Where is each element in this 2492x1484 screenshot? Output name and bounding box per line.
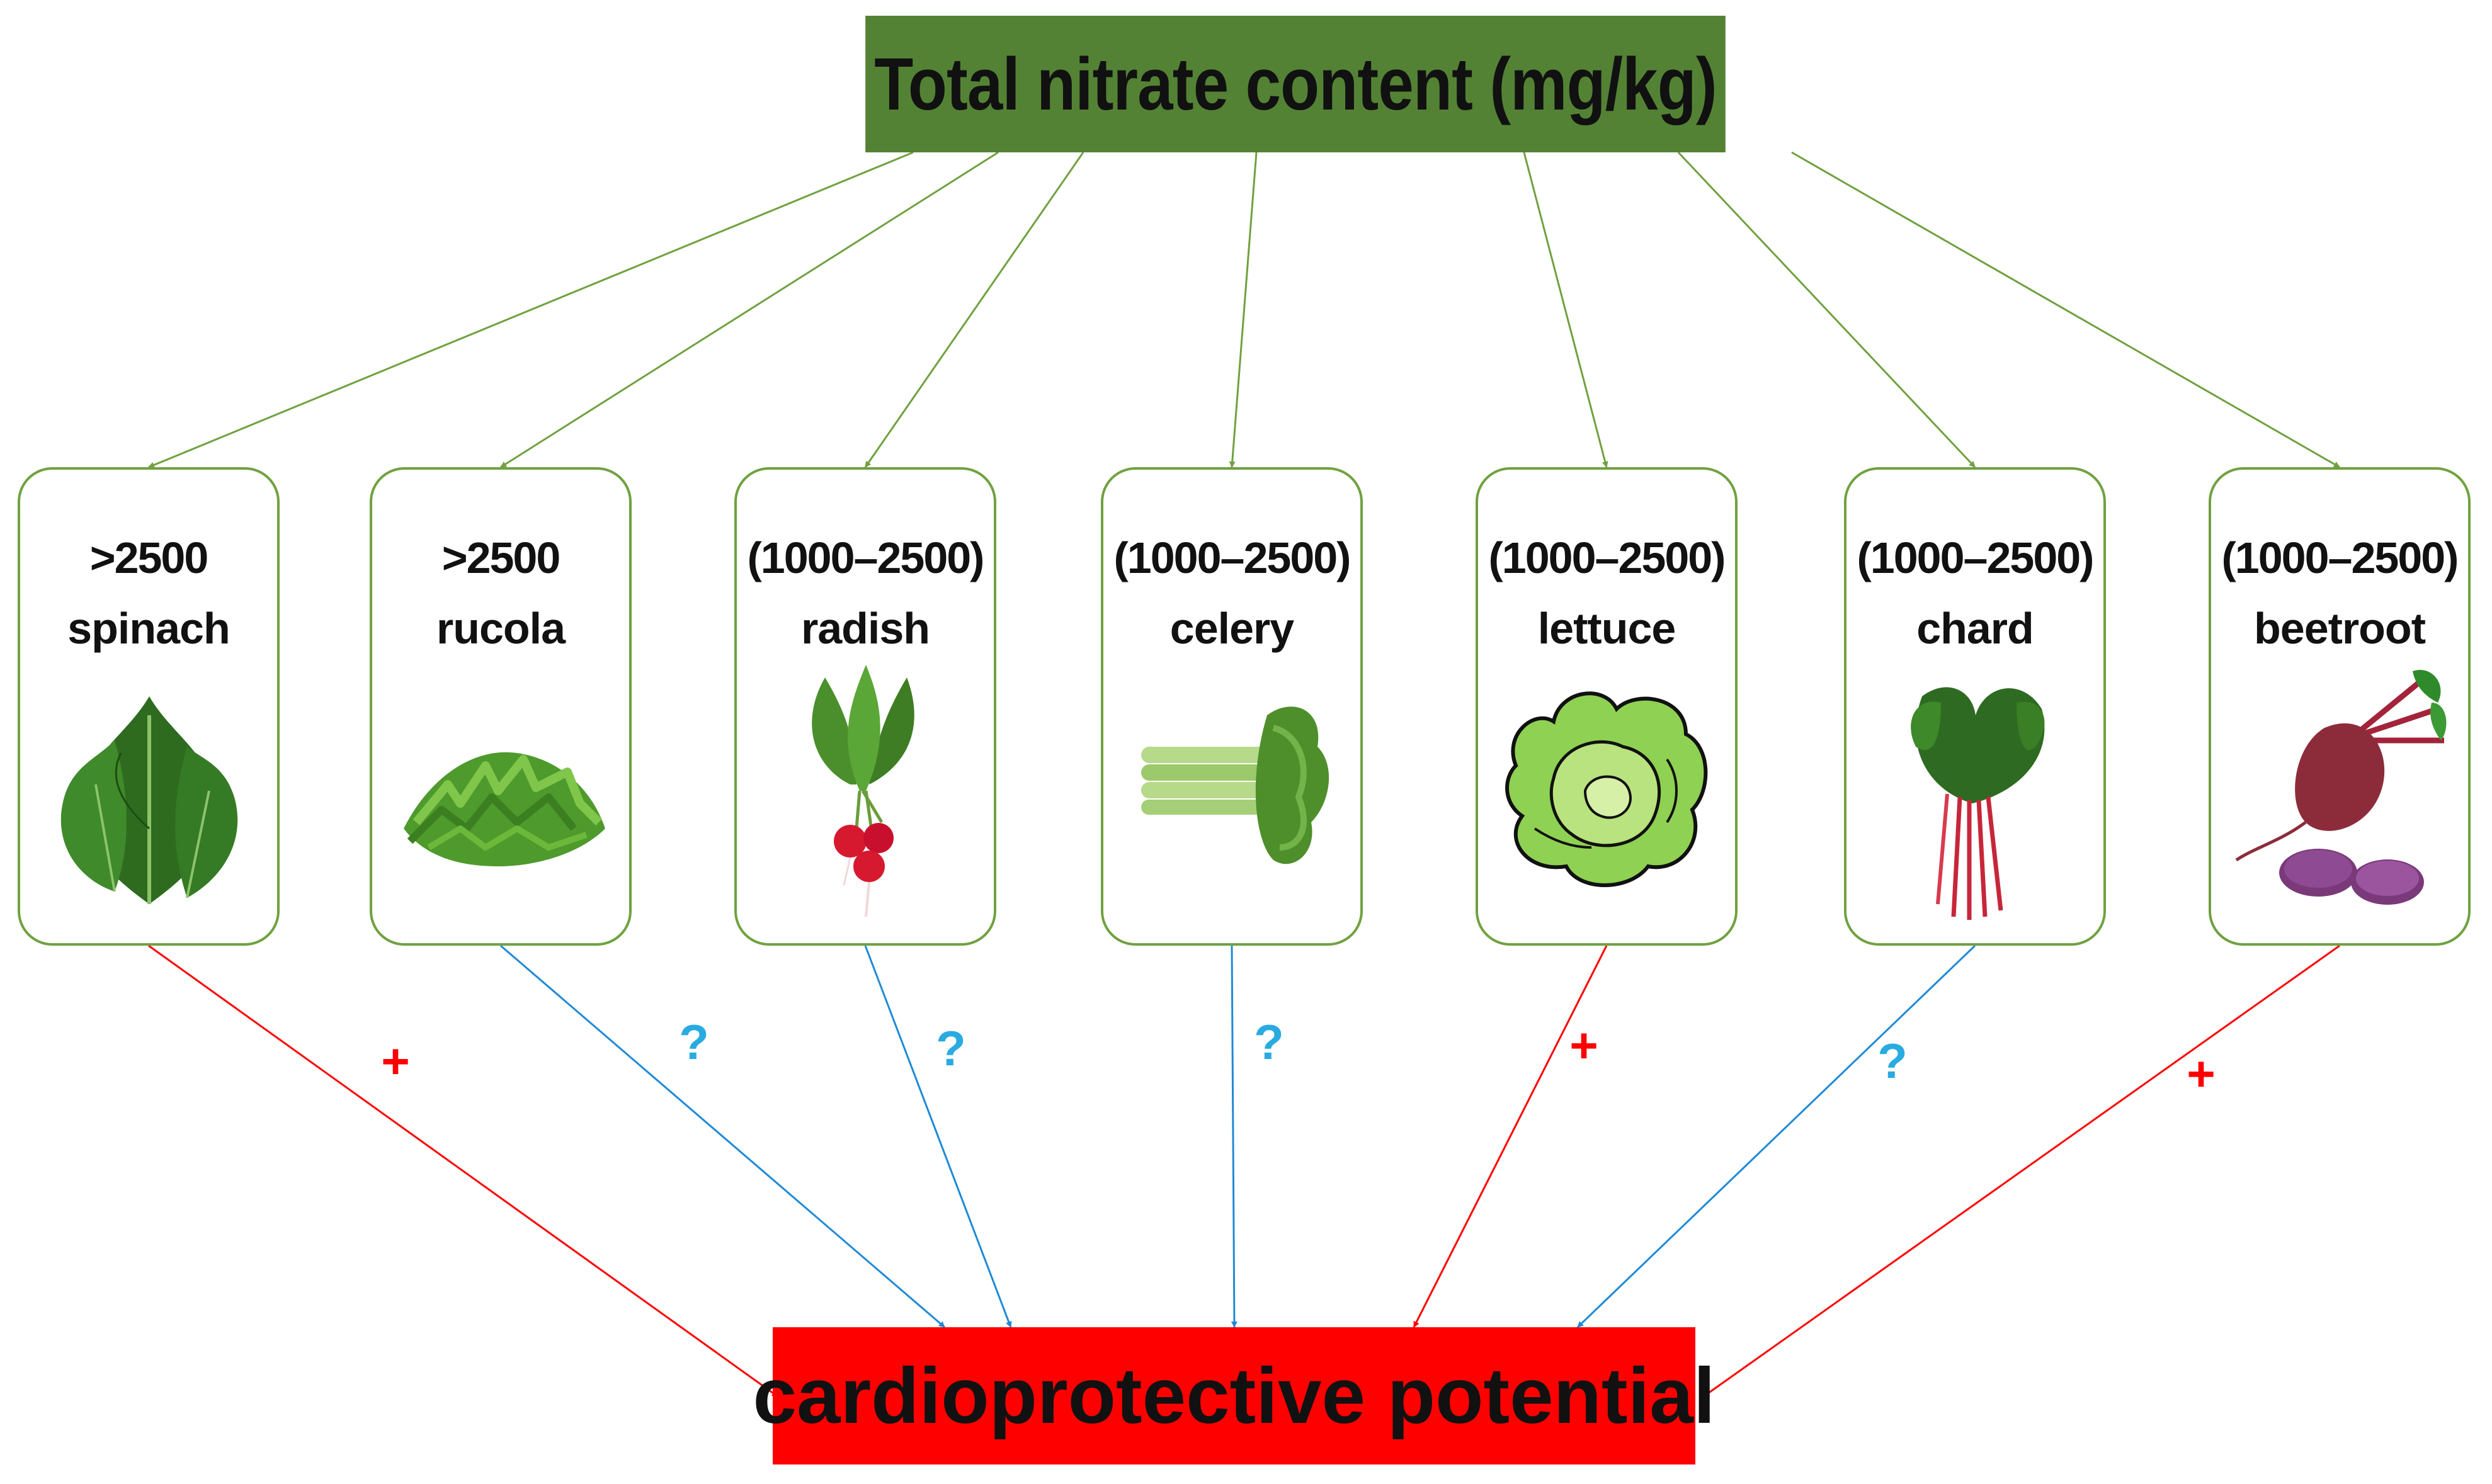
total-nitrate-content-box: Total nitrate content (mg/kg) — [865, 16, 1726, 152]
arrow-top-to-celery — [1229, 152, 1258, 468]
arrow-top-to-chard — [1677, 151, 1976, 468]
arrow-top-to-radish — [864, 152, 1084, 468]
effect-sign-beetroot: + — [2187, 1046, 2216, 1101]
arrow-spinach-to-bottom — [148, 944, 778, 1398]
veg-name: spinach — [67, 604, 230, 653]
arrow-top-to-lettuce — [1523, 152, 1608, 468]
veg-card-celery: (1000–2500) celery — [1101, 467, 1363, 946]
effect-sign-lettuce: + — [1569, 1017, 1598, 1073]
effect-sign-radish: ? — [936, 1021, 966, 1076]
effect-sign-celery: ? — [1254, 1014, 1284, 1070]
cardioprotective-potential-box: cardioprotective potential — [753, 1327, 1715, 1464]
effect-sign-chard: ? — [1877, 1033, 1908, 1089]
veg-card-radish: (1000–2500) radish — [734, 467, 996, 946]
spinach-icon — [60, 696, 238, 904]
veg-card-rucola: >2500 rucola — [370, 467, 632, 946]
arrow-rucola-to-bottom — [500, 944, 945, 1328]
veg-card-chard: (1000–2500) chard — [1844, 467, 2106, 946]
veg-range: >2500 — [89, 533, 209, 582]
effect-sign-rucola: ? — [679, 1014, 709, 1070]
veg-range: >2500 — [441, 533, 561, 582]
veg-name: rucola — [436, 604, 566, 653]
celery-icon — [1141, 706, 1329, 864]
radish-icon — [812, 665, 914, 917]
veg-card-spinach: >2500 spinach — [18, 467, 280, 946]
arrow-celery-to-bottom — [1231, 945, 1237, 1328]
arrow-radish-to-bottom — [864, 945, 1012, 1328]
arrow-chard-to-bottom — [1576, 944, 1976, 1328]
arrow-lettuce-to-bottom — [1413, 945, 1608, 1328]
arrow-beetroot-to-bottom — [1703, 944, 2340, 1398]
veg-card-lettuce: (1000–2500) lettuce — [1476, 467, 1738, 946]
veg-range: (1000–2500) — [1857, 533, 2095, 582]
effect-sign-spinach: + — [381, 1033, 410, 1089]
arrow-top-to-rucola — [500, 151, 999, 468]
arrow-top-to-beetroot — [1791, 151, 2340, 468]
veg-name: celery — [1169, 604, 1294, 653]
veg-name: chard — [1916, 604, 2034, 653]
top-node-label: Total nitrate content (mg/kg) — [874, 42, 1717, 126]
veg-card-beetroot: (1000–2500) beetroot — [2209, 467, 2471, 946]
veg-range: (1000–2500) — [1488, 533, 1726, 582]
lettuce-icon — [1505, 691, 1708, 887]
chard-icon — [1911, 687, 2045, 920]
veg-range: (1000–2500) — [1113, 533, 1351, 582]
veg-name: lettuce — [1537, 604, 1676, 653]
arrow-top-to-spinach — [148, 151, 914, 468]
veg-range: (1000–2500) — [2221, 533, 2459, 582]
bottom-node-label: cardioprotective potential — [753, 1352, 1715, 1440]
veg-name: beetroot — [2254, 604, 2426, 653]
rucola-icon — [404, 752, 605, 866]
veg-range: (1000–2500) — [747, 533, 985, 582]
beetroot-icon — [2235, 670, 2447, 905]
veg-name: radish — [800, 604, 930, 653]
